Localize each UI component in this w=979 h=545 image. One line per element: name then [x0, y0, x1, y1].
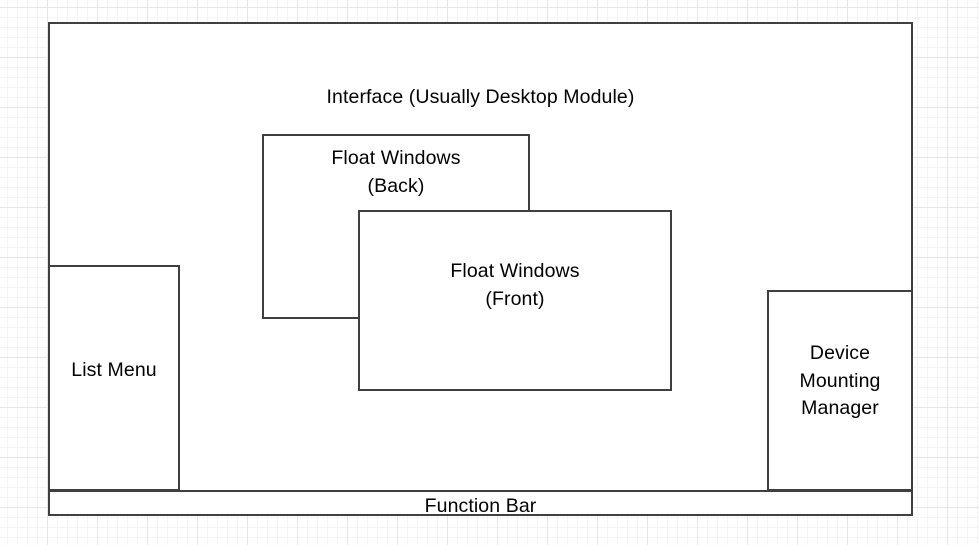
device-mounting-manager-label: Device Mounting Manager	[799, 342, 881, 420]
list-menu-label: List Menu	[71, 359, 157, 381]
list-menu-box[interactable]: List Menu	[48, 265, 180, 491]
float-window-front-label: Float Windows (Front)	[450, 260, 580, 310]
interface-title-label: Interface (Usually Desktop Module)	[326, 86, 635, 108]
float-window-front-box[interactable]: Float Windows (Front)	[358, 210, 672, 391]
function-bar-box[interactable]: Function Bar	[48, 490, 913, 517]
device-mounting-manager-box[interactable]: Device Mounting Manager	[767, 290, 913, 491]
function-bar-label: Function Bar	[424, 495, 537, 517]
float-window-back-label: Float Windows (Back)	[331, 147, 461, 197]
